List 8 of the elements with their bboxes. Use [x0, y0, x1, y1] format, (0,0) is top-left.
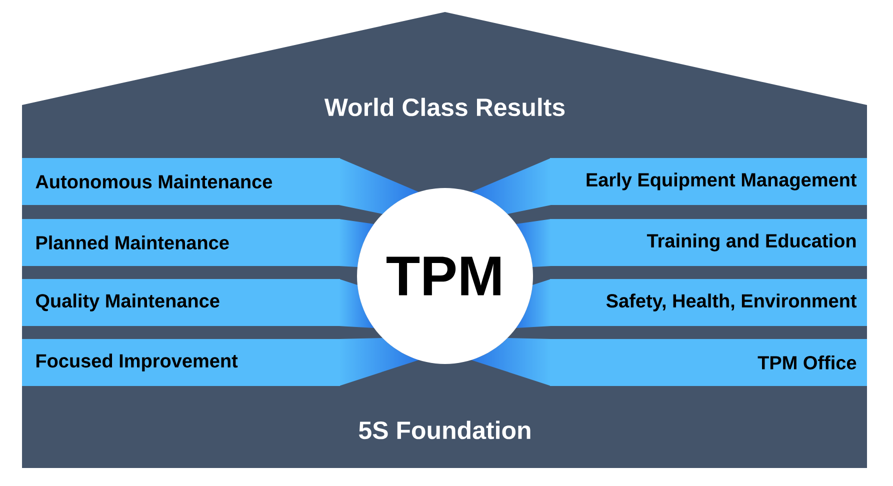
- pillar-band: TPM Office: [471, 338, 867, 386]
- pillar-band: Autonomous Maintenance: [22, 158, 419, 214]
- pillar-band: Early Equipment Management: [471, 158, 867, 214]
- pillar-band: Focused Improvement: [22, 338, 419, 386]
- pillar-band: Safety, Health, Environment: [516, 278, 867, 328]
- pillar-band: Training and Education: [516, 219, 867, 267]
- pillar-band: Planned Maintenance: [22, 219, 374, 267]
- pillar-band: Quality Maintenance: [22, 278, 374, 328]
